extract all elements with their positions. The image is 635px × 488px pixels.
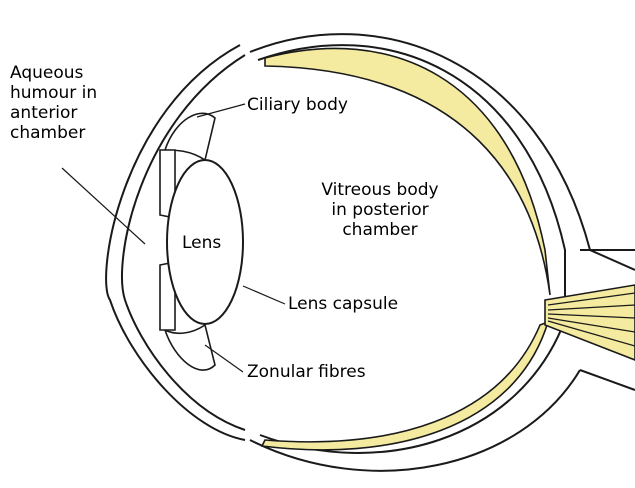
ciliary-body-lower bbox=[165, 325, 215, 370]
vitreous-line-2: in posterior bbox=[305, 200, 455, 220]
aqueous-line-1: Aqueous bbox=[10, 63, 97, 83]
vitreous-label: Vitreous body in posterior chamber bbox=[305, 180, 455, 240]
vitreous-line-3: chamber bbox=[305, 220, 455, 240]
ciliary-label: Ciliary body bbox=[247, 95, 348, 115]
lens-capsule-leader bbox=[243, 286, 285, 304]
zonular-label: Zonular fibres bbox=[247, 362, 366, 382]
ciliary-leader bbox=[197, 104, 245, 117]
aqueous-label: Aqueous humour in anterior chamber bbox=[10, 63, 97, 143]
lens-label: Lens bbox=[182, 233, 221, 253]
aqueous-line-4: chamber bbox=[10, 123, 97, 143]
retina-bottom bbox=[262, 322, 548, 450]
lens-capsule-label: Lens capsule bbox=[288, 294, 398, 314]
optic-nerve bbox=[545, 250, 635, 390]
aqueous-leader bbox=[62, 168, 145, 244]
aqueous-line-2: humour in bbox=[10, 83, 97, 103]
vitreous-line-1: Vitreous body bbox=[305, 180, 455, 200]
aqueous-line-3: anterior bbox=[10, 103, 97, 123]
retina-top bbox=[265, 48, 550, 295]
